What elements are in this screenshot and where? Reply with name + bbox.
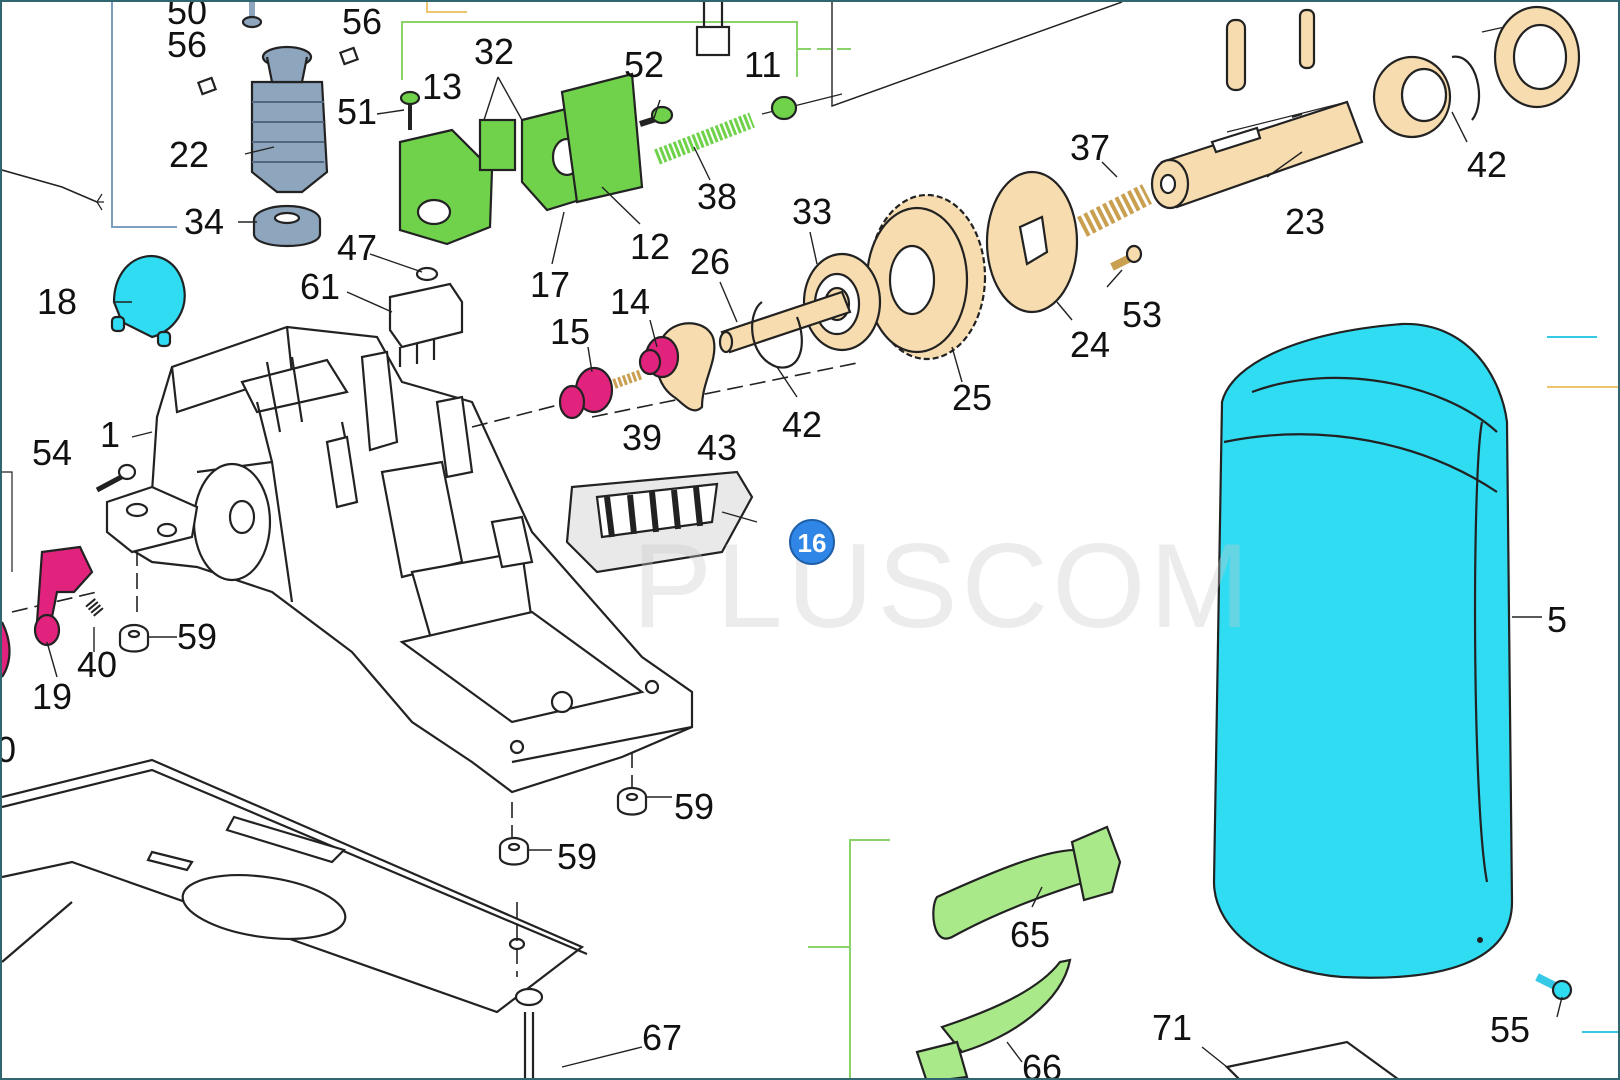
part-cap-18 [110, 255, 186, 348]
part-brush-32 [478, 118, 517, 172]
part-label: 37 [1070, 127, 1110, 168]
part-cable [2, 169, 98, 203]
part-label: 61 [300, 266, 340, 307]
part-screw-52 [639, 105, 674, 127]
part-connector-top [695, 2, 731, 57]
part-bushing [1372, 55, 1452, 139]
part-screw-53 [1110, 244, 1143, 271]
part-label: 32 [474, 31, 514, 72]
part-nuts-59 [118, 623, 648, 1007]
part-knob-11 [770, 95, 798, 121]
part-label: 13 [422, 66, 462, 107]
label-leaders [46, 76, 1563, 1068]
part-label: 22 [169, 134, 209, 175]
part-label: 11 [744, 44, 781, 85]
part-grille-16 [565, 470, 754, 574]
part-label: 25 [952, 377, 992, 418]
part-label: 40 [77, 644, 117, 685]
part-spring-38 [654, 112, 755, 165]
part-label: 33 [792, 191, 832, 232]
highlight-badge-label: 16 [798, 528, 827, 558]
part-screw-51 [399, 90, 421, 130]
part-label: 24 [1070, 324, 1110, 365]
part-label: 56 [342, 2, 382, 42]
part-label: 39 [622, 417, 662, 458]
part-label: 54 [32, 432, 72, 473]
part-label: 0 [2, 729, 16, 770]
part-label: 59 [674, 786, 714, 827]
part-label: 18 [37, 281, 77, 322]
part-label: 59 [177, 616, 217, 657]
part-label: 71 [1152, 1007, 1192, 1048]
part-label: 52 [624, 44, 664, 85]
highlight-badge[interactable]: 16 [789, 519, 835, 565]
part-label: 5 [1547, 599, 1567, 640]
part-label: 65 [1010, 914, 1050, 955]
part-label: 42 [782, 404, 822, 445]
axis-lines [11, 361, 863, 977]
part-plate-24 [985, 170, 1079, 314]
part-label: 38 [697, 176, 737, 217]
part-label: 50 [167, 2, 207, 32]
part-label: 59 [557, 836, 597, 877]
watermark-text: PLUSCOM [632, 519, 1253, 653]
part-label: 42 [1467, 144, 1507, 185]
part-board-71 [1224, 1040, 1399, 1078]
part-label: 51 [337, 91, 377, 132]
part-shaft-23 [1150, 100, 1364, 210]
part-label: 34 [184, 201, 224, 242]
part-circlip-42-right [1451, 55, 1481, 121]
part-spring-37 [1077, 184, 1152, 237]
part-screw-50 [241, 2, 263, 29]
part-label: 43 [697, 427, 737, 468]
part-plate-12 [560, 72, 644, 204]
part-spring-40 [85, 598, 105, 618]
part-cover-5 [1212, 322, 1514, 979]
part-lever-65 [932, 825, 1122, 940]
part-base-plate [2, 758, 588, 1014]
part-brush-holder-13 [398, 128, 494, 246]
part-label: 14 [610, 281, 650, 322]
part-label: 15 [550, 311, 590, 352]
part-gear-25 [865, 193, 987, 361]
part-bolt-67 [523, 1012, 535, 1078]
part-label: 55 [1490, 1009, 1530, 1050]
part-label: 19 [32, 676, 72, 717]
part-lever-19 [2, 545, 94, 678]
part-labels: 50 56 56 22 34 18 13 32 51 52 11 38 12 1… [2, 2, 1567, 1080]
part-label: 67 [642, 1017, 682, 1058]
part-pinion-15 [558, 366, 614, 420]
part-screw-54 [95, 463, 137, 493]
part-screw-55 [1535, 973, 1573, 1001]
part-label: 23 [1285, 201, 1325, 242]
part-spring-39 [612, 369, 644, 389]
part-worm-22 [250, 45, 329, 194]
part-label: 1 [100, 414, 120, 455]
part-label: 26 [690, 241, 730, 282]
part-pinion-14 [638, 335, 680, 379]
part-label: 17 [530, 264, 570, 305]
part-label: 66 [1022, 1047, 1062, 1080]
part-label: 12 [630, 226, 670, 267]
part-housing-1 [105, 325, 694, 794]
part-grub-screws-56 [196, 46, 360, 96]
part-bearing-top-right [1493, 5, 1581, 109]
part-label: 53 [1122, 294, 1162, 335]
part-label: 47 [337, 227, 377, 268]
part-lever-66 [915, 958, 1072, 1078]
part-label: 56 [167, 24, 207, 65]
part-washer-34 [252, 204, 322, 248]
part-screw-47 [415, 266, 439, 282]
part-keys [1225, 8, 1316, 92]
part-rectifier-61 [388, 282, 464, 367]
cable-wires [96, 193, 104, 211]
